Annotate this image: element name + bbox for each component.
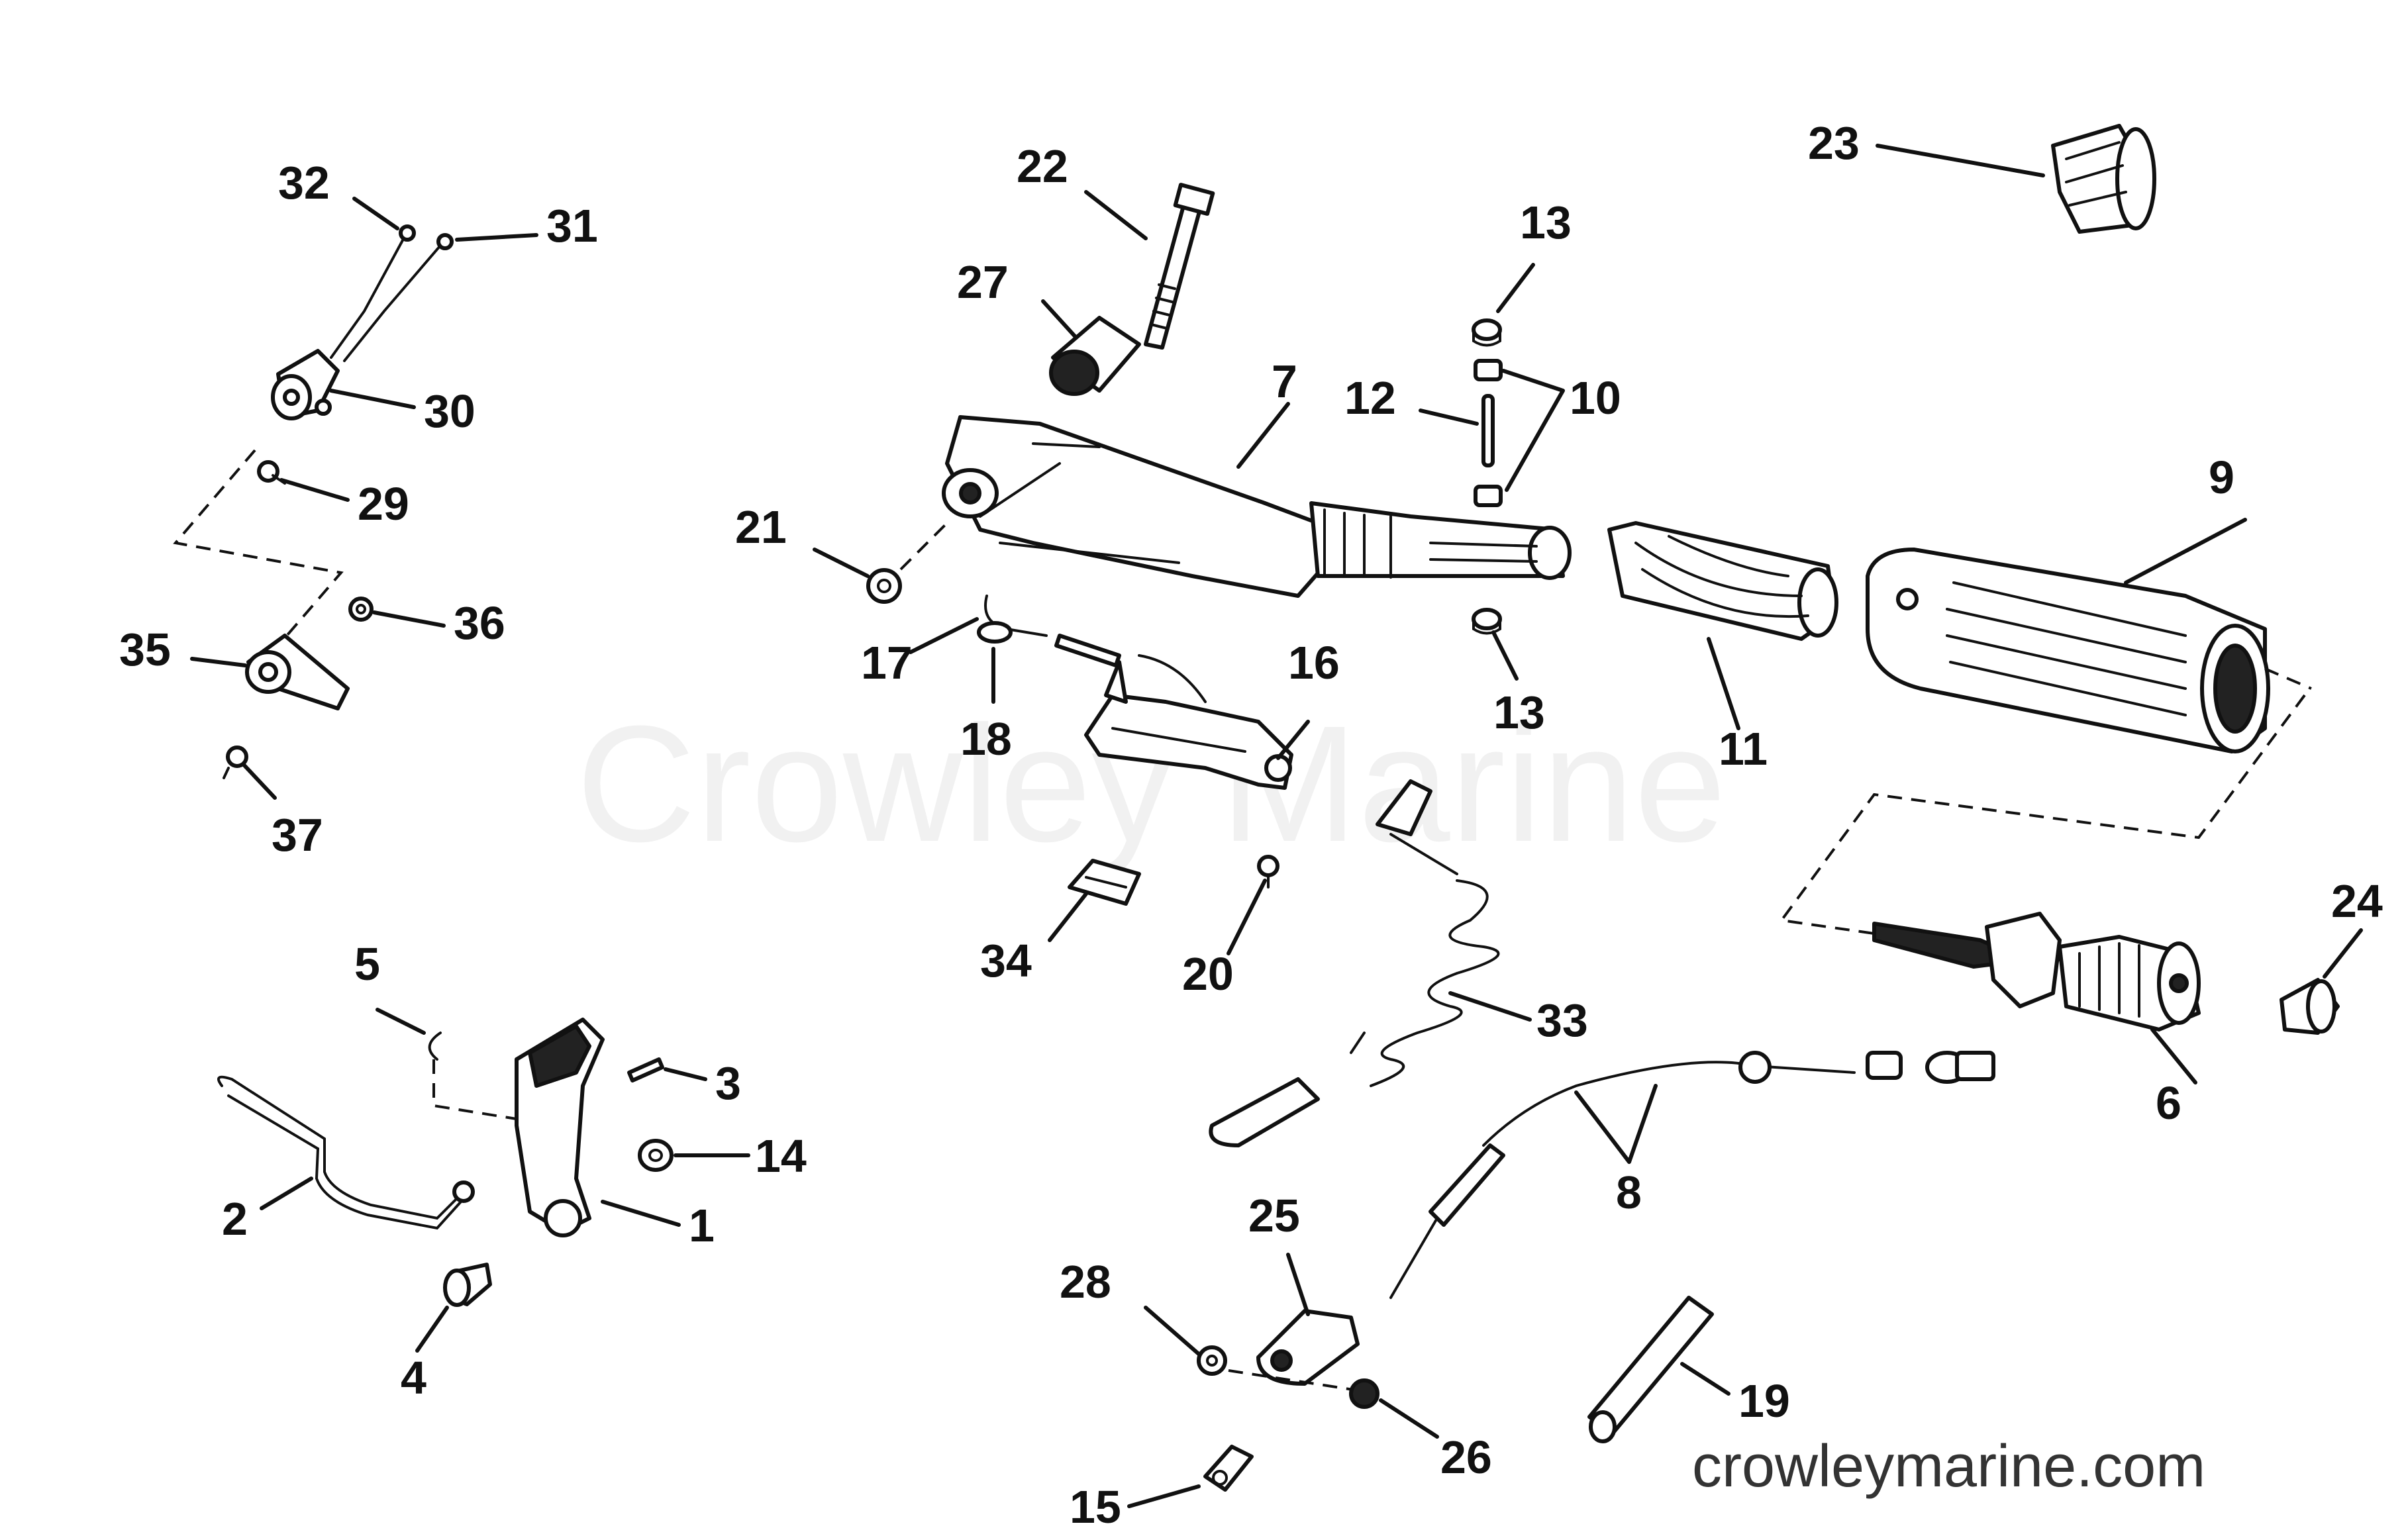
lanyard-part-33 [1209, 779, 1500, 1147]
callout-2: 2 [222, 1193, 248, 1245]
leader-lines [190, 144, 2363, 1508]
callout-7: 7 [1272, 356, 1297, 407]
callout-35: 35 [119, 624, 171, 675]
throttle-shaft-part-6 [1872, 912, 2201, 1032]
callout-11: 11 [1719, 723, 1768, 775]
callout-6: 6 [2156, 1077, 2181, 1129]
washer-part-14 [638, 1139, 674, 1172]
callout-labels: 32 31 30 29 36 35 37 22 27 7 12 13 10 13… [119, 117, 2383, 1533]
callout-31: 31 [546, 200, 598, 252]
tube-part-19 [1587, 1296, 1714, 1443]
washer-part-28 [1197, 1345, 1227, 1376]
stop-switch-part-16 [1084, 660, 1293, 790]
callout-13-top: 13 [1520, 197, 1572, 248]
callout-12: 12 [1344, 372, 1396, 424]
callout-10: 10 [1570, 372, 1621, 424]
callout-22: 22 [1017, 140, 1068, 192]
pin-part-3 [627, 1057, 664, 1083]
ring-terminal-part-15 [1203, 1445, 1254, 1492]
screw-part-37 [223, 746, 248, 779]
callout-9: 9 [2209, 452, 2234, 503]
callout-5: 5 [354, 938, 380, 990]
spacer-part-27 [1049, 316, 1141, 396]
bushing-part-13-bottom [1472, 608, 1502, 635]
callout-13-bottom: 13 [1493, 687, 1545, 738]
throttle-cable-part-8 [1389, 1051, 1995, 1299]
callout-36: 36 [454, 597, 505, 649]
callout-15: 15 [1070, 1481, 1121, 1533]
callout-3: 3 [715, 1057, 741, 1109]
callout-27: 27 [957, 256, 1009, 308]
bracket-part-25 [1256, 1309, 1360, 1386]
callout-29: 29 [358, 478, 409, 530]
callout-20: 20 [1182, 948, 1234, 1000]
callout-34: 34 [980, 935, 1032, 987]
clip-part-5 [428, 1032, 442, 1061]
tiller-arm-part-7 [942, 415, 1572, 598]
pin-part-12 [1481, 394, 1495, 467]
retainer-part-10 [1474, 359, 1503, 507]
callout-23: 23 [1808, 117, 1860, 169]
callout-21: 21 [735, 501, 787, 553]
screw-part-26 [1349, 1378, 1379, 1409]
nut-part-36 [348, 597, 374, 622]
callout-33: 33 [1536, 994, 1588, 1046]
nut-part-21 [866, 568, 902, 604]
clip-part-34 [1068, 859, 1141, 906]
site-url: crowleymarine.com [1692, 1433, 2205, 1500]
callout-16: 16 [1288, 637, 1340, 689]
wire-lead-part-17 [977, 595, 1207, 703]
grip-part-9 [1866, 548, 2270, 753]
friction-knob-part-23 [2051, 124, 2156, 234]
shift-rod-part-2 [217, 1075, 475, 1230]
callout-17: 17 [861, 637, 913, 689]
callout-8: 8 [1616, 1167, 1642, 1218]
throttle-tube-part-11 [1607, 521, 1838, 641]
callout-32: 32 [278, 157, 330, 209]
cap-part-24 [2280, 978, 2340, 1035]
shift-lever-part-1 [515, 1018, 605, 1237]
callout-26: 26 [1440, 1431, 1492, 1483]
callout-14: 14 [755, 1130, 807, 1182]
callout-37: 37 [272, 809, 323, 861]
callout-1: 1 [689, 1200, 715, 1251]
callout-19: 19 [1738, 1375, 1790, 1427]
wire-harness-part-30 [271, 224, 454, 420]
callout-28: 28 [1060, 1256, 1111, 1308]
callout-4: 4 [401, 1352, 426, 1404]
callout-24: 24 [2331, 875, 2383, 927]
callout-25: 25 [1248, 1190, 1300, 1241]
bolt-part-4 [443, 1263, 492, 1307]
screw-part-20 [1257, 855, 1279, 889]
bolt-part-22 [1144, 183, 1215, 350]
cable-clamp-part-35 [245, 634, 350, 710]
callout-18: 18 [960, 713, 1012, 765]
callout-30: 30 [424, 385, 476, 437]
bushing-part-13-top [1472, 318, 1502, 347]
assembly-dashed-line [173, 449, 344, 670]
